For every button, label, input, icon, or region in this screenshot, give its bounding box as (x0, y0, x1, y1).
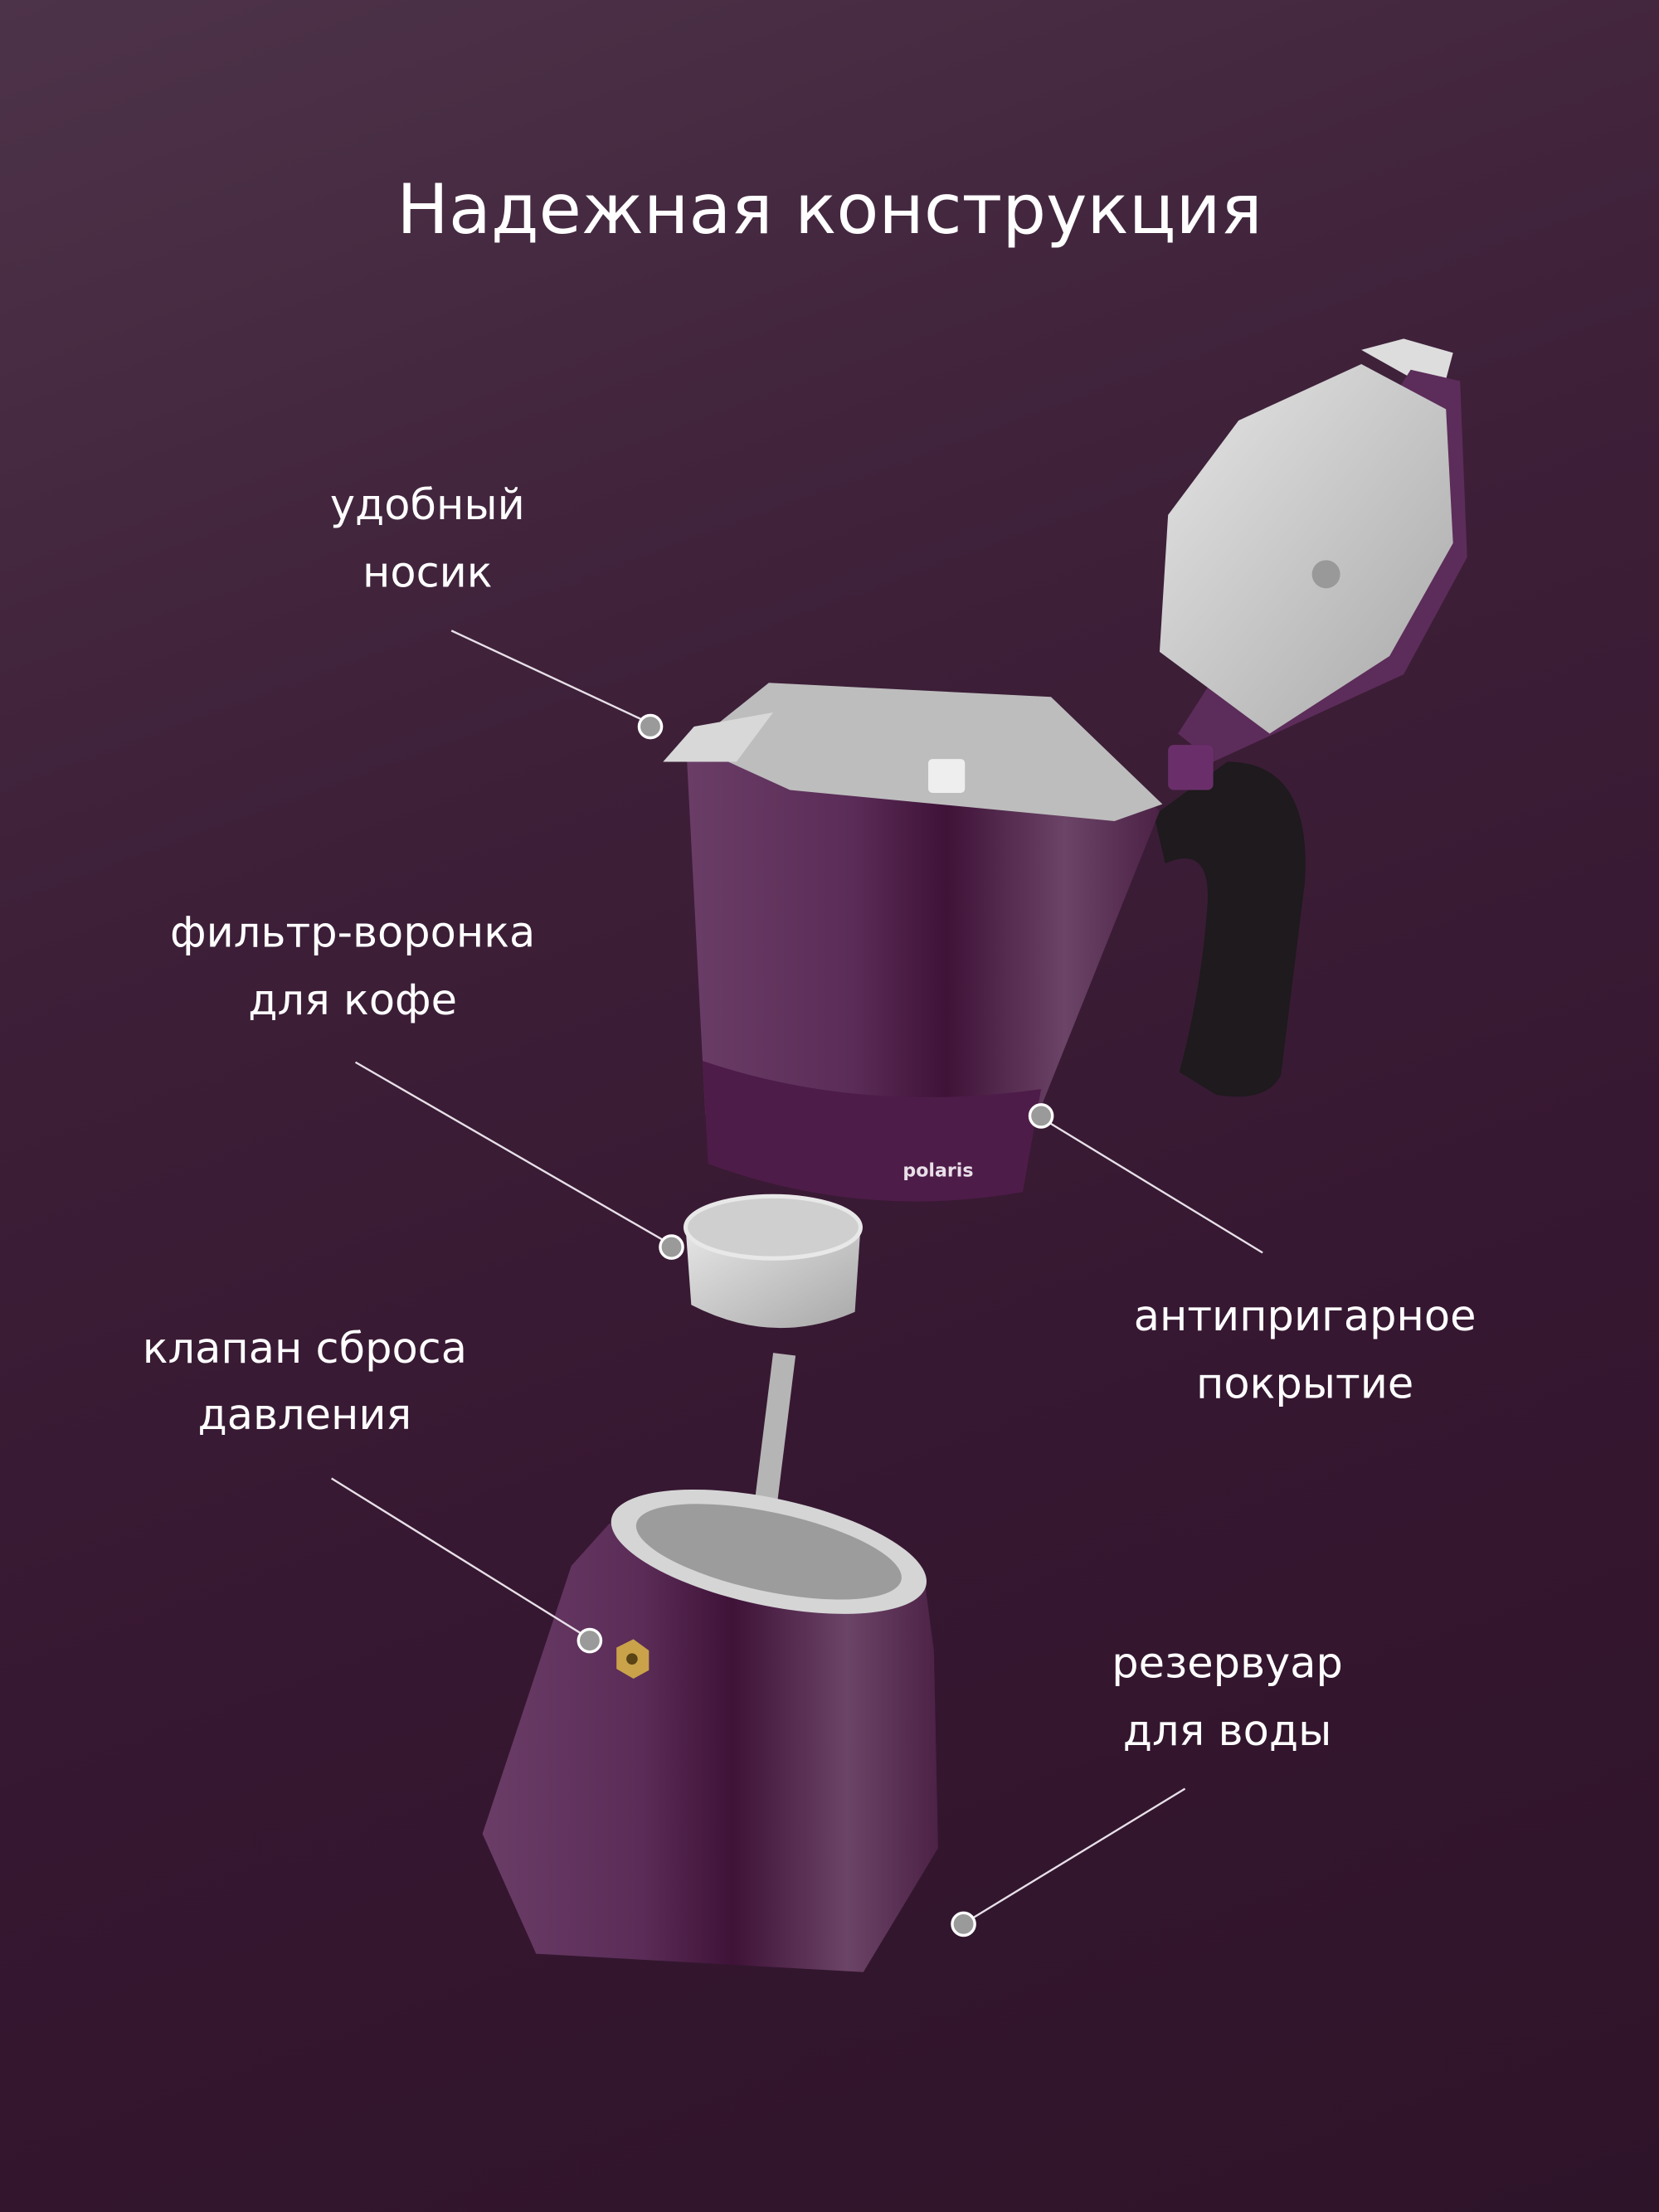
svg-text:клапан сброса: клапан сброса (143, 1325, 467, 1373)
svg-text:резервуар: резервуар (1112, 1639, 1343, 1688)
spout (663, 712, 773, 762)
svg-text:покрытие: покрытие (1196, 1360, 1413, 1409)
lid-hinge (1168, 745, 1214, 790)
handle (1154, 761, 1306, 1097)
svg-text:фильтр-воронка: фильтр-воронка (170, 908, 535, 957)
svg-text:для кофе: для кофе (248, 976, 457, 1025)
polaris-logo: polaris (902, 1160, 973, 1182)
upper-chamber: polaris (663, 683, 1163, 1202)
lid (1159, 338, 1467, 762)
water-reservoir (482, 1489, 938, 1972)
callout-filter-funnel: фильтр-воронка для кофе (170, 908, 684, 1260)
svg-text:для воды: для воды (1123, 1707, 1332, 1756)
svg-text:удобный: удобный (330, 481, 525, 530)
callout-nonstick-coating: антипригарное покрытие (1028, 1103, 1477, 1409)
callout-spout: удобный носик (330, 481, 664, 740)
callout-pressure-valve: клапан сброса давления (143, 1325, 603, 1654)
svg-text:носик: носик (362, 549, 493, 598)
callout-water-reservoir: резервуар для воды (951, 1639, 1343, 1937)
page-title: Надежная конструкция (397, 169, 1262, 250)
svg-text:антипригарное: антипригарное (1134, 1292, 1477, 1341)
lid-screw-icon (1311, 560, 1340, 589)
svg-text:давления: давления (197, 1391, 411, 1440)
